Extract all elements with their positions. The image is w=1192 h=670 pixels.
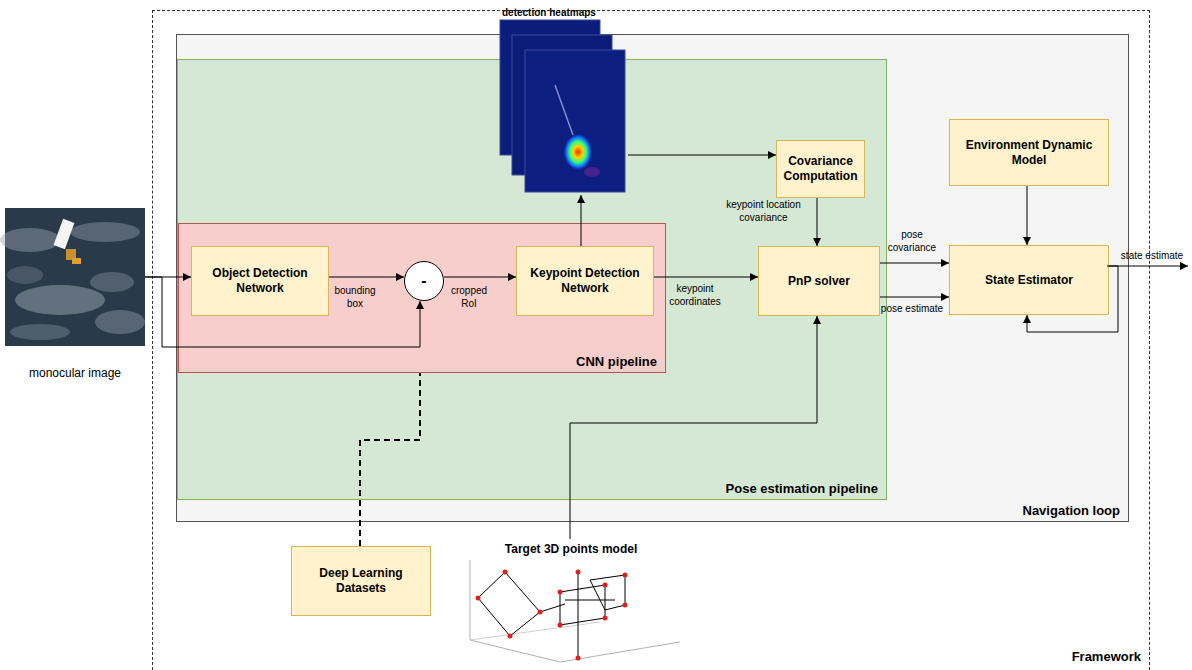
- points-model-plot: [603, 616, 608, 621]
- points-model-plot: [578, 572, 579, 658]
- points-model-plot: [470, 622, 600, 640]
- node-label: State Estimator: [985, 273, 1073, 288]
- points-model-plot: [508, 634, 513, 639]
- process-box: Covariance Computation: [776, 140, 865, 198]
- connector-arrow: [570, 316, 817, 539]
- connector-arrow: [444, 277, 516, 278]
- satellite-photo: [70, 222, 140, 242]
- connector-arrow: [145, 277, 420, 347]
- heatmap-images: [555, 85, 573, 135]
- satellite-photo: [10, 324, 70, 340]
- connector-arrow: [329, 277, 404, 278]
- points-model-plot: [558, 623, 563, 628]
- connector-arrow: [360, 373, 420, 546]
- node-label: PnP solver: [788, 274, 850, 289]
- process-box: Environment Dynamic Model: [949, 119, 1109, 186]
- framework-boundary: Framework Navigation loop Pose estimation …: [152, 10, 1150, 670]
- points-model-plot: [476, 596, 481, 601]
- edge-label: pose covariance: [880, 229, 944, 254]
- points-model-plot: [576, 570, 581, 575]
- connector-arrow: [628, 155, 776, 156]
- points-model-plot: [540, 604, 565, 612]
- node-label: Keypoint Detection Network: [523, 266, 647, 296]
- points-model-plot: [503, 570, 508, 575]
- edge-label: pose estimate: [880, 303, 944, 316]
- satellite-photo: [7, 266, 43, 284]
- heatmap-images: [500, 20, 625, 192]
- output-label: state estimate: [1113, 250, 1191, 263]
- points-model-plot: [560, 585, 605, 625]
- satellite-photo: [0, 208, 145, 346]
- heatmap-images: [584, 167, 600, 177]
- satellite-photo: [95, 310, 145, 334]
- heatmap-images: [525, 50, 625, 192]
- satellite-photo: [0, 228, 60, 252]
- node-label: monocular image: [29, 366, 121, 380]
- satellite-photo: [72, 258, 81, 264]
- pipeline-region: CNN pipeline Object Detection Network - Key…: [178, 223, 666, 373]
- process-box: PnP solver: [758, 246, 880, 316]
- loop-region: Navigation loop Pose estimation pipelined…: [176, 34, 1129, 522]
- node-label: Framework: [1072, 649, 1141, 664]
- node-label: Target 3D points model: [505, 542, 637, 556]
- process-box: Deep Learning Datasets: [291, 546, 431, 616]
- connector-arrow: [880, 297, 949, 298]
- node-label: Navigation loop: [1023, 503, 1121, 518]
- connector-arrow: [581, 195, 582, 246]
- points-model-plot: [470, 560, 680, 662]
- points-model-plot: [590, 575, 625, 610]
- node-label: Deep Learning Datasets: [298, 566, 424, 596]
- model-plot: Target 3D points model: [456, 539, 686, 667]
- points-model-plot: [576, 656, 581, 661]
- satellite-photo: [54, 219, 75, 249]
- node-label: Covariance Computation: [783, 154, 858, 184]
- heatmap-images: [563, 133, 593, 171]
- points-model-plot: [470, 560, 680, 662]
- satellite-photo: [5, 208, 145, 346]
- connector-arrow: [145, 277, 191, 278]
- node-label: -: [421, 272, 426, 290]
- pipeline-region: Pose estimation pipelinedetection heatma…: [177, 59, 887, 500]
- edge-label: cropped RoI: [445, 285, 493, 310]
- connector-arrow: [1027, 266, 1118, 332]
- subtract-junction: -: [404, 261, 444, 301]
- heatmap-images: [500, 20, 600, 155]
- process-box: Keypoint Detection Network: [516, 246, 654, 316]
- points-model-plot: [623, 603, 628, 608]
- points-model-plot: [565, 600, 615, 601]
- connector-arrow: [817, 198, 818, 246]
- heatmap-stack: detection heatmaps: [500, 7, 628, 195]
- edge-label: bounding box: [330, 285, 380, 310]
- process-box: Object Detection Network: [191, 246, 329, 316]
- edge-label: keypoint location covariance: [716, 199, 811, 224]
- node-label: CNN pipeline: [576, 354, 657, 369]
- node-label: Environment Dynamic Model: [956, 138, 1102, 168]
- edge-label: keypoint coordinates: [660, 283, 730, 308]
- points-model-plot: [603, 583, 608, 588]
- points-model-plot: [478, 572, 540, 636]
- image-node: monocular image: [5, 208, 145, 380]
- connector-arrow: [654, 277, 758, 278]
- satellite-photo: [90, 272, 134, 292]
- satellite-photo: [15, 285, 105, 315]
- junction-circle: [405, 262, 444, 301]
- node-label: Pose estimation pipeline: [726, 481, 878, 496]
- process-box: State Estimator: [949, 245, 1109, 315]
- heatmap-images: [512, 35, 612, 175]
- satellite-photo: [66, 249, 76, 260]
- connector-arrow: [880, 263, 949, 264]
- connector-arrow: [1027, 186, 1028, 245]
- points-model-plot: [623, 573, 628, 578]
- output-arrow: [1107, 266, 1188, 267]
- node-label: Object Detection Network: [198, 266, 322, 296]
- node-label: detection heatmaps: [502, 7, 596, 18]
- points-model-plot: [558, 590, 563, 595]
- points-model-plot: [538, 610, 543, 615]
- points-model-plot: [476, 570, 628, 661]
